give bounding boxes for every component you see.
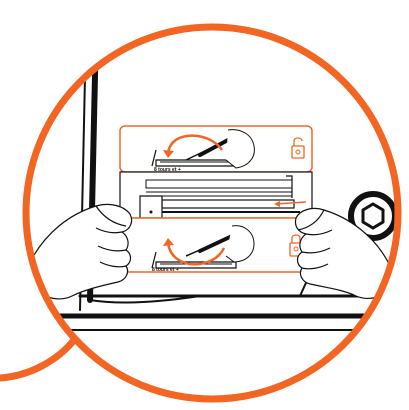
left-hand [30, 204, 132, 298]
middle-panel [120, 172, 312, 218]
top-panel: 8 tours et + [120, 126, 312, 173]
bottom-panel: 8 tours et + [120, 218, 312, 273]
leader-line [0, 340, 74, 378]
bottom-panel-caption: 8 tours et + [152, 267, 179, 273]
